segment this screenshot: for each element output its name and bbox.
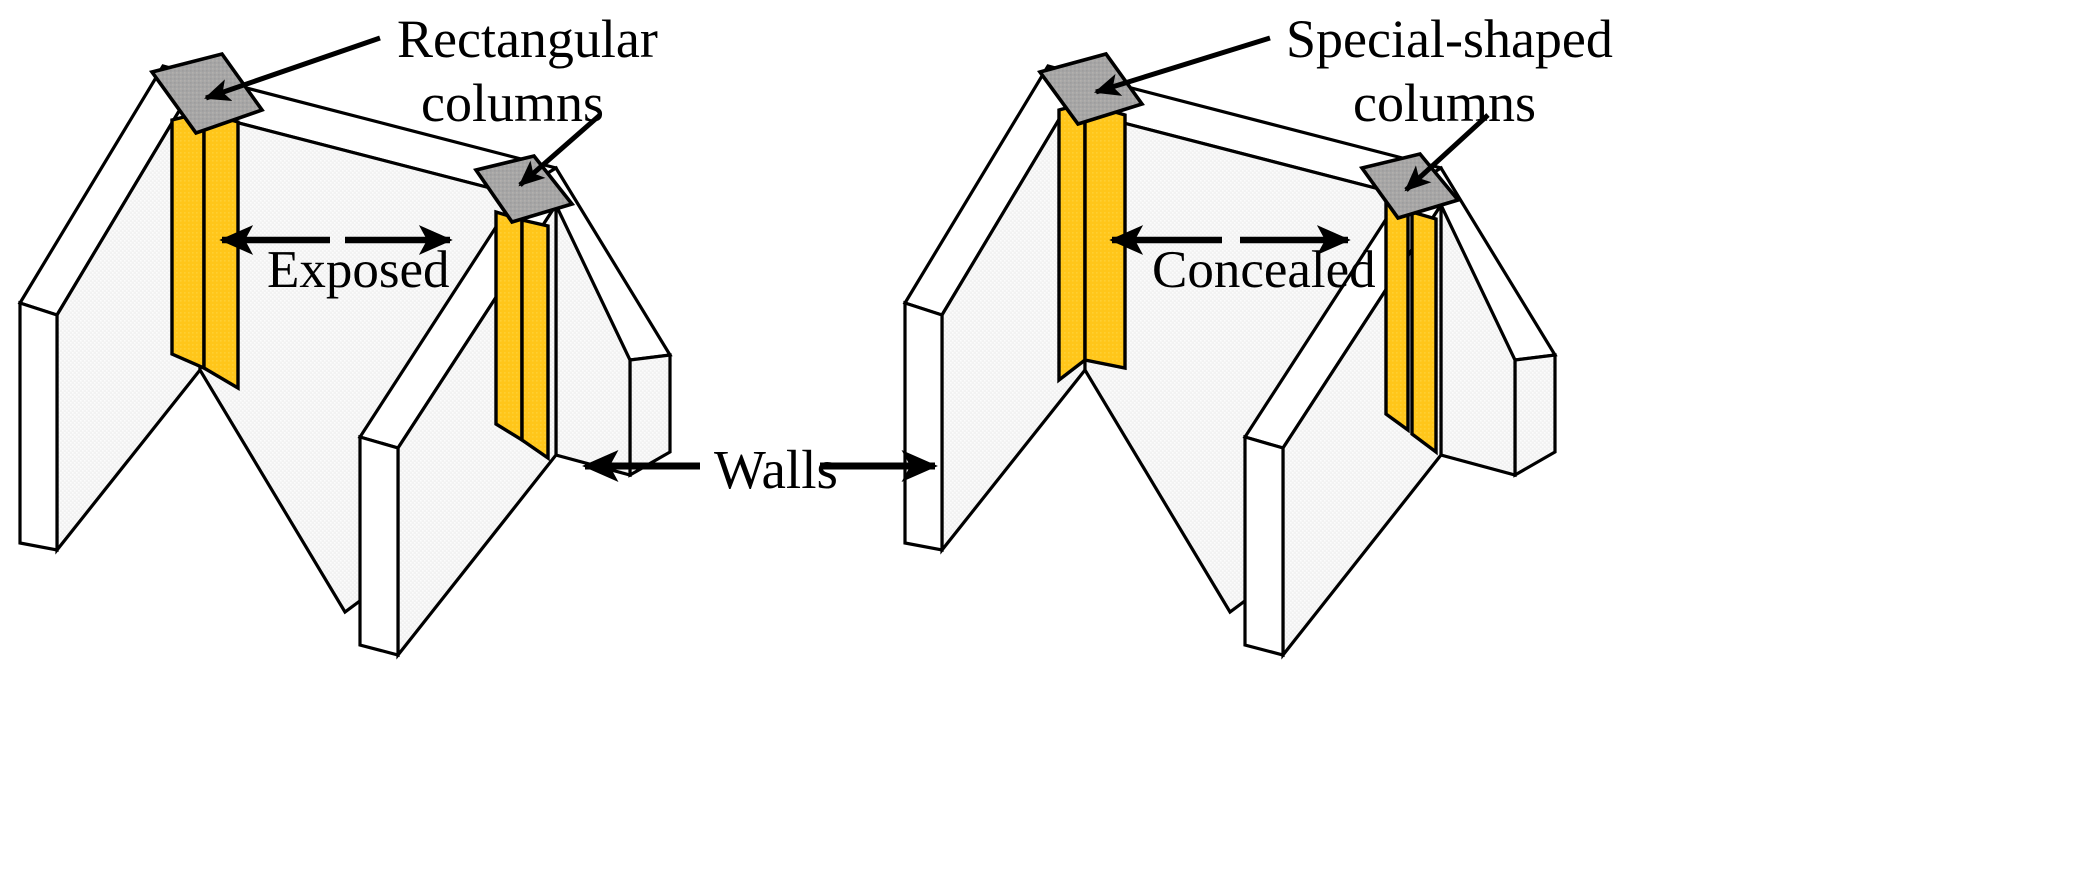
column-face-back [1057,100,1087,384]
special-shaped-column-left [1037,51,1145,384]
label-walls: Walls [714,439,838,500]
column-face-side [520,217,550,462]
wall-end-face [358,434,400,658]
label-special-shaped-columns-line1: Special-shaped [1286,9,1613,69]
wall-end-face [903,300,944,552]
label-concealed: Concealed [1152,241,1376,299]
column-face-side [202,109,240,391]
label-rectangular-columns-line2: columns [421,73,604,133]
leader-rectangular-columns-right [518,113,602,187]
rectangular-column-right [473,153,576,462]
left-wall-back [17,64,203,555]
column-cap [1037,51,1145,127]
column-face-front [1410,209,1438,456]
leader-special-shaped-columns-right [1404,113,1490,192]
column-face-back [1384,200,1410,434]
wall-face-sliver [628,353,672,478]
leader-special-shaped-columns-left [1094,35,1271,96]
label-rectangular-columns-line1: Rectangular [397,9,658,69]
right-assembly [902,35,1558,660]
column-cap [473,153,576,225]
wall-end-face [1243,434,1285,658]
wall-end-face [18,300,59,552]
leader-line [1094,35,1271,96]
label-exposed: Exposed [267,241,450,299]
leader-line [518,113,602,187]
leader-line [1404,113,1490,192]
label-special-shaped-columns-line2: columns [1353,73,1536,133]
leader-line [204,35,381,102]
column-face-front [494,209,524,444]
left-assembly [17,35,673,660]
column-face-front [1083,100,1127,371]
wall-face-sliver [1513,353,1557,478]
leader-rectangular-columns-left [204,35,381,102]
column-face-front [170,109,206,371]
